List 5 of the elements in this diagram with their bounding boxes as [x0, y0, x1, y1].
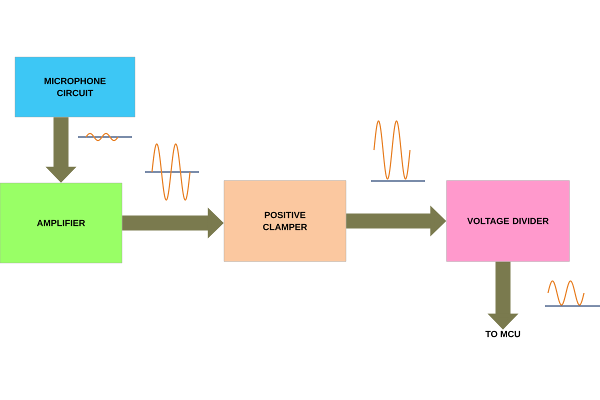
block-box: POSITIVE CLAMPER — [224, 180, 346, 262]
output-label: TO MCU — [485, 330, 520, 338]
block-box: VOLTAGE DIVIDER — [446, 180, 570, 262]
block-box: MICROPHONE CIRCUIT — [14, 56, 136, 118]
block-box: AMPLIFIER — [0, 182, 122, 264]
